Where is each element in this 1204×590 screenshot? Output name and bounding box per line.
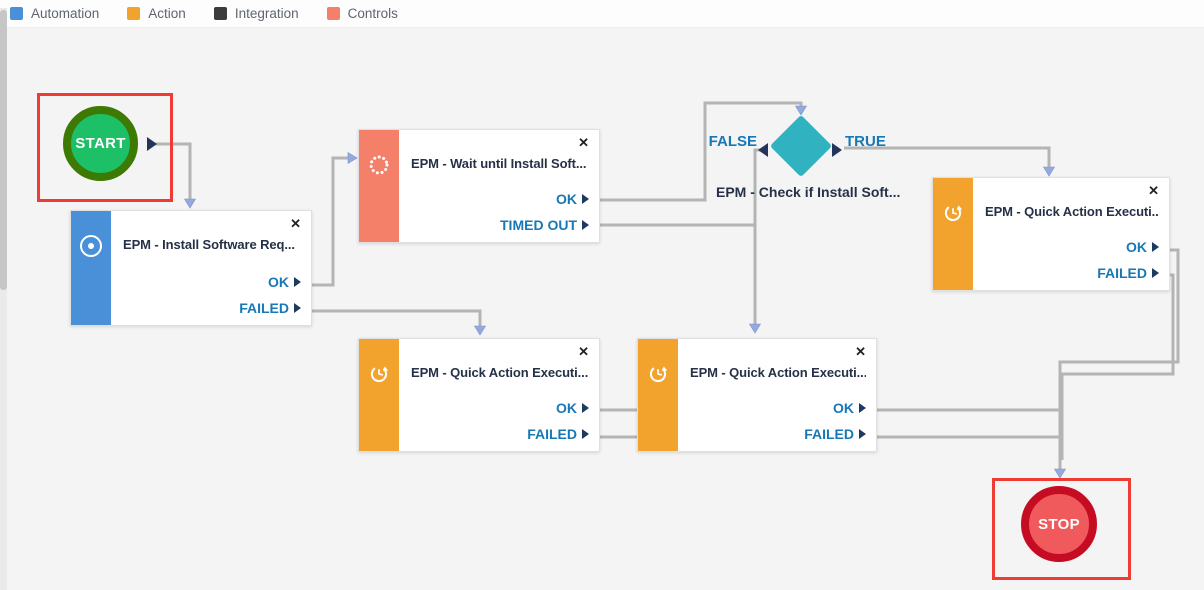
legend-item-controls: Controls	[326, 6, 398, 21]
port-failed[interactable]: FAILED	[239, 295, 301, 321]
arrowhead-icon	[473, 325, 487, 336]
branch-true-label[interactable]: TRUE	[845, 133, 886, 150]
start-output-port[interactable]	[147, 137, 157, 151]
close-icon[interactable]: ✕	[578, 135, 589, 150]
node-quick-action-bottom-left[interactable]: ✕ EPM - Quick Action Executi... OK FAILE…	[358, 338, 600, 452]
legend-label: Controls	[347, 6, 398, 21]
node-title: EPM - Quick Action Executi...	[411, 365, 589, 380]
edge-wait.OK-to-check	[598, 101, 803, 202]
decision-false-port[interactable]	[758, 143, 768, 157]
port-label: OK	[833, 400, 854, 416]
node-title: EPM - Quick Action Executi...	[985, 204, 1159, 219]
node-title: EPM - Install Software Req...	[123, 237, 295, 252]
arrowhead-icon	[794, 105, 808, 116]
port-arrow-icon	[582, 194, 589, 204]
port-arrow-icon	[582, 429, 589, 439]
spinner-icon	[368, 154, 390, 176]
legend-bar: Automation Action Integration Controls	[0, 0, 1204, 28]
port-ok[interactable]: OK	[556, 186, 589, 212]
stop-selection-rect	[992, 478, 1131, 580]
legend-item-integration: Integration	[213, 6, 299, 21]
category-stripe-automation	[71, 211, 111, 325]
edge-qa_top_right.OK-to-stop	[1058, 248, 1180, 469]
port-label: OK	[556, 400, 577, 416]
port-failed[interactable]: FAILED	[527, 421, 589, 447]
scrollbar-thumb[interactable]	[0, 10, 7, 290]
port-label: FAILED	[1097, 265, 1147, 281]
port-label: FAILED	[804, 426, 854, 442]
close-icon[interactable]: ✕	[290, 216, 301, 231]
port-failed[interactable]: FAILED	[1097, 260, 1159, 286]
legend-label: Integration	[234, 6, 299, 21]
port-arrow-icon	[294, 277, 301, 287]
port-arrow-icon	[582, 403, 589, 413]
category-stripe-action	[359, 339, 399, 451]
port-arrow-icon	[1152, 242, 1159, 252]
close-icon[interactable]: ✕	[1148, 183, 1159, 198]
action-swatch-icon	[127, 7, 141, 20]
close-icon[interactable]: ✕	[855, 344, 866, 359]
node-install-software[interactable]: ✕ EPM - Install Software Req... OK FAILE…	[70, 210, 312, 326]
port-ok[interactable]: OK	[268, 269, 301, 295]
automation-swatch-icon	[10, 7, 23, 20]
category-stripe-action	[638, 339, 678, 451]
legend-item-action: Action	[127, 6, 186, 21]
arrowhead-icon	[183, 198, 197, 209]
port-label: FAILED	[527, 426, 577, 442]
port-ok[interactable]: OK	[556, 395, 589, 421]
port-arrow-icon	[859, 403, 866, 413]
node-title: EPM - Quick Action Executi...	[690, 365, 866, 380]
arrowhead-icon	[347, 151, 358, 165]
stop-label: STOP	[1038, 515, 1080, 533]
edge-check.FALSE-to-qa_bottom_middle	[753, 148, 760, 324]
port-timed-out[interactable]: TIMED OUT	[500, 212, 589, 238]
legend-item-automation: Automation	[10, 6, 99, 21]
port-label: OK	[268, 274, 289, 290]
branch-false-label[interactable]: FALSE	[708, 133, 757, 150]
port-label: OK	[556, 191, 577, 207]
start-selection-rect	[37, 93, 173, 202]
decision-true-port[interactable]	[832, 143, 842, 157]
stop-node[interactable]: STOP	[1021, 486, 1097, 562]
edge-install.OK-to-wait	[310, 156, 348, 287]
refresh-clock-icon	[647, 363, 669, 385]
node-quick-action-top-right[interactable]: ✕ EPM - Quick Action Executi... OK FAILE…	[932, 177, 1170, 291]
category-stripe-action	[933, 178, 973, 290]
legend-label: Action	[148, 6, 186, 21]
record-target-icon	[80, 235, 102, 257]
arrowhead-icon	[748, 323, 762, 334]
refresh-clock-icon	[942, 202, 964, 224]
controls-swatch-icon	[326, 7, 340, 20]
port-label: TIMED OUT	[500, 217, 577, 233]
edge-qa_top_right.FAILED-to-stop	[1060, 273, 1175, 460]
edge-start-to-install	[150, 142, 192, 199]
port-ok[interactable]: OK	[1126, 234, 1159, 260]
decision-title: EPM - Check if Install Soft...	[716, 184, 901, 200]
node-title: EPM - Wait until Install Soft...	[411, 156, 587, 171]
arrowhead-icon	[1042, 166, 1056, 177]
category-stripe-controls	[359, 130, 399, 242]
edge-check.TRUE-to-qa_top_right	[844, 146, 1051, 167]
start-label: START	[75, 135, 126, 152]
port-arrow-icon	[294, 303, 301, 313]
vertical-scrollbar[interactable]	[0, 8, 7, 590]
port-label: OK	[1126, 239, 1147, 255]
port-failed[interactable]: FAILED	[804, 421, 866, 447]
port-arrow-icon	[1152, 268, 1159, 278]
node-wait-until-install[interactable]: ✕ EPM - Wait until Install Soft... OK TI…	[358, 129, 600, 243]
edge-install.FAILED-to-qa_bottom_left	[310, 309, 482, 326]
port-label: FAILED	[239, 300, 289, 316]
refresh-clock-icon	[368, 363, 390, 385]
port-arrow-icon	[582, 220, 589, 230]
legend-label: Automation	[31, 6, 100, 21]
arrowhead-icon	[1053, 468, 1067, 479]
integration-swatch-icon	[213, 7, 227, 20]
start-node[interactable]: START	[63, 106, 138, 181]
port-ok[interactable]: OK	[833, 395, 866, 421]
close-icon[interactable]: ✕	[578, 344, 589, 359]
port-arrow-icon	[859, 429, 866, 439]
node-quick-action-bottom-middle[interactable]: ✕ EPM - Quick Action Executi... OK FAILE…	[637, 338, 877, 452]
